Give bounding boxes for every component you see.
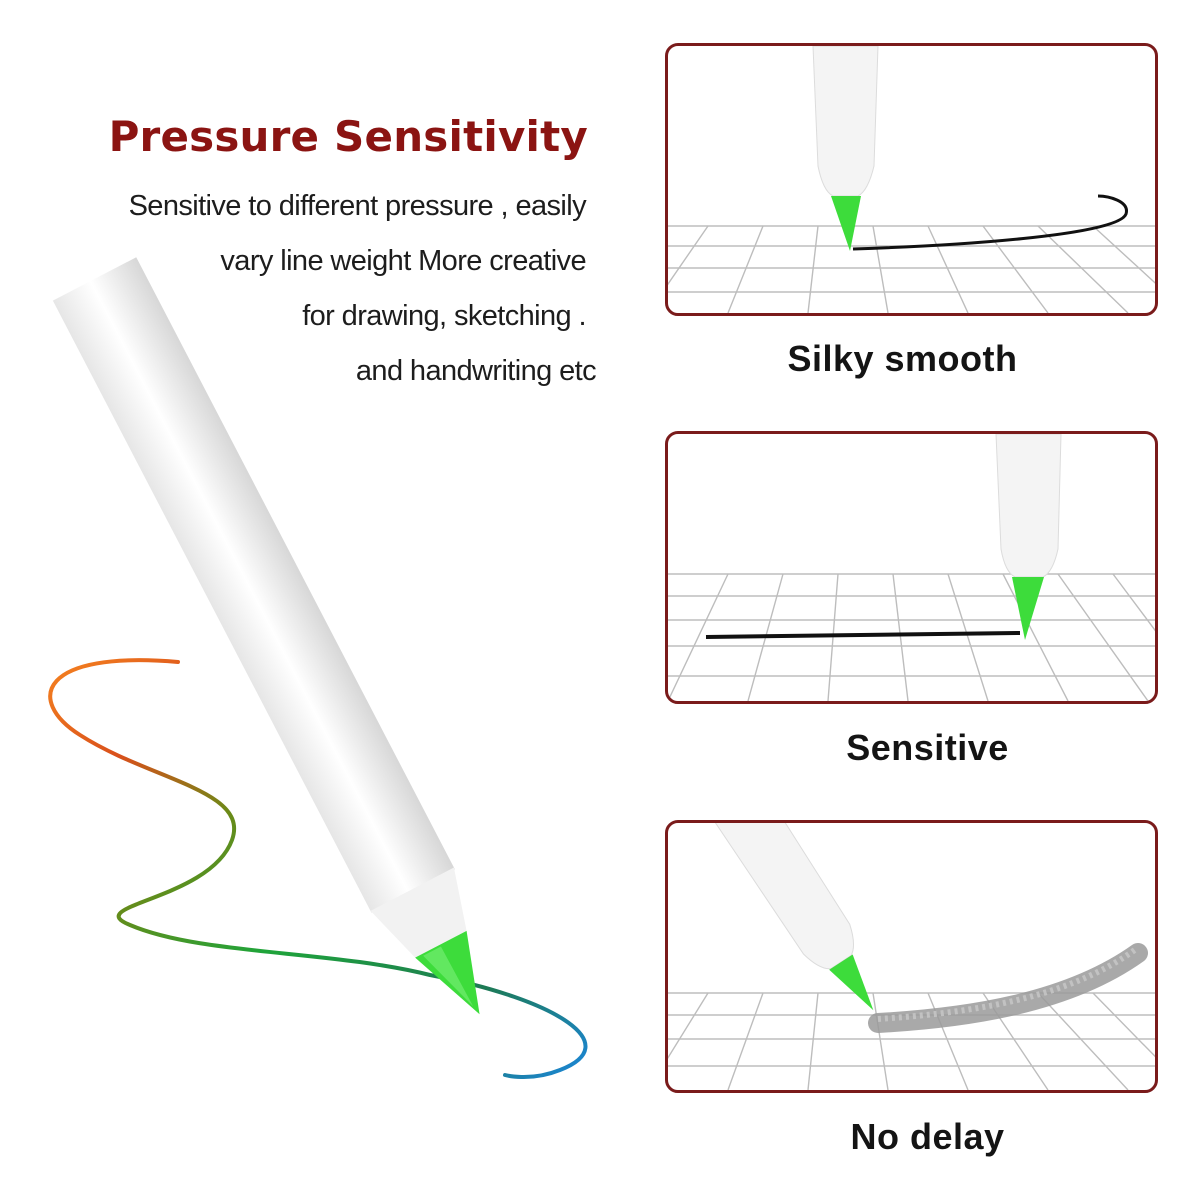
- feature-panel-sensitive: [665, 431, 1158, 704]
- grid-surface-icon: [668, 573, 1155, 701]
- grid-surface-icon: [668, 225, 1155, 313]
- feature-caption-sensitive: Sensitive: [846, 727, 1009, 768]
- stylus-pencil-icon: [995, 434, 1062, 640]
- grid-surface-icon: [668, 992, 1155, 1090]
- description-line: vary line weight More creative: [220, 245, 586, 277]
- description-line: Sensitive to different pressure , easily: [128, 190, 587, 222]
- green-nib-icon: [831, 196, 861, 251]
- rainbow-stroke: [48, 658, 588, 1079]
- hero-stylus-illustration: [48, 257, 588, 1079]
- feature-panel-no-delay: [665, 820, 1158, 1093]
- green-nib-icon: [829, 954, 874, 1011]
- description-line: and handwriting etc: [355, 355, 597, 387]
- description-line: for drawing, sketching .: [302, 300, 586, 332]
- stylus-pencil-icon: [812, 46, 879, 251]
- stylus-pencil-icon: [691, 823, 874, 1011]
- stylus-pencil-icon: [52, 257, 480, 1015]
- feature-caption-silky-smooth: Silky smooth: [787, 338, 1018, 379]
- green-nib-icon: [1012, 577, 1044, 640]
- page-title: Pressure Sensitivity: [108, 112, 588, 161]
- feature-panel-silky-smooth: [665, 43, 1158, 316]
- feature-caption-no-delay: No delay: [850, 1116, 1005, 1157]
